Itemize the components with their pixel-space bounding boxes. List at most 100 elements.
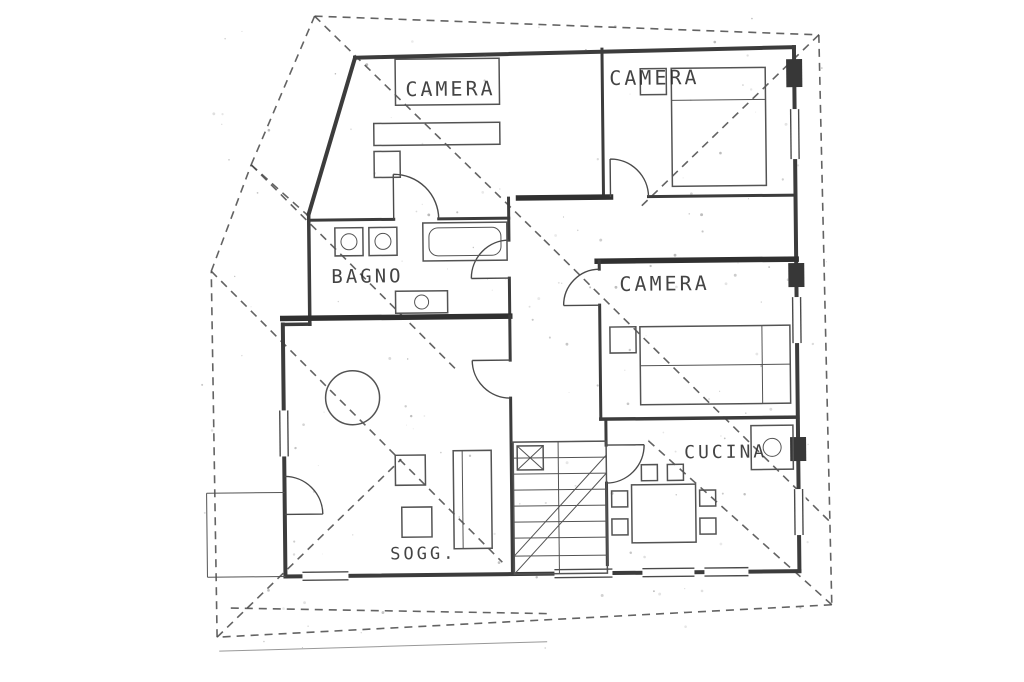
window-living-left [276, 410, 292, 457]
wall-bedroom2-bottom [646, 193, 798, 199]
wall-bedroom1-bottom [307, 216, 511, 222]
wall-hall-top [515, 194, 614, 201]
wall-bedroom3-left [597, 259, 603, 421]
window-bottom-2 [642, 565, 695, 580]
bed-center-line [640, 363, 791, 367]
shaft-box [516, 445, 545, 471]
wall-bathroom-bottom [279, 313, 513, 322]
sink-basin [340, 233, 358, 251]
roof-slope-topleft-short [250, 164, 310, 217]
roof-slope-bathroom [250, 164, 456, 370]
room-label-kitchen: CUCINA [684, 441, 767, 463]
armchair-symbol [394, 454, 427, 487]
room-label-bedroom-3: CAMERA [619, 271, 709, 296]
wall-pier-right-bottom [790, 437, 807, 462]
wall-bedrooms-divider [600, 47, 606, 199]
door-kitchen [606, 444, 645, 484]
wall-bathroom-right [506, 196, 512, 318]
room-labels: CAMERA CAMERA CAMERA BAGNO CUCINA SOGG. [331, 65, 767, 565]
furniture-living [324, 370, 493, 550]
door-living [471, 359, 511, 399]
wall-bedroom3-bottom [599, 415, 800, 421]
wardrobe-symbol [394, 57, 501, 107]
round-table-symbol [324, 370, 381, 426]
roof-hip-left-long [210, 270, 503, 563]
chair-symbol [640, 463, 659, 482]
chair-symbol [666, 463, 685, 482]
room-label-bedroom-1: CAMERA [405, 76, 495, 101]
door-balcony [284, 475, 324, 516]
furniture-bedroom3 [609, 324, 792, 406]
sink-symbol [368, 226, 398, 257]
wall-pier-right-middle [788, 263, 805, 288]
roof-outline-dashed [210, 15, 833, 638]
interior-walls [279, 47, 800, 576]
wall-slanted-topleft [306, 55, 358, 217]
chair-symbol [611, 518, 629, 536]
roof-slope-bedroom1 [314, 15, 545, 241]
toilet-bowl [414, 294, 430, 310]
terrace-bottom-edge [219, 641, 548, 652]
table-symbol [630, 483, 697, 544]
furniture-bedroom1 [372, 57, 501, 179]
bed-symbol [670, 66, 768, 188]
door-bedroom3 [562, 268, 600, 307]
window-kitchen-right [791, 489, 807, 536]
sofa-back-line [461, 450, 464, 549]
roof-edge-top [314, 15, 819, 36]
counter-symbol [750, 424, 795, 471]
doors [284, 158, 650, 516]
door-bedroom1 [392, 173, 440, 220]
sofa-symbol [452, 449, 493, 550]
roof-edge-left-upper [210, 164, 252, 272]
bathtub-symbol [422, 221, 508, 262]
sink-symbol [334, 226, 364, 257]
wall-bedroom3-top [594, 256, 799, 264]
windows [276, 59, 807, 584]
door-bathroom [470, 239, 510, 280]
kitchen-sink-basin [762, 437, 782, 457]
stairs-hatching [513, 454, 607, 575]
nightstand-symbol [373, 150, 402, 179]
furniture-bathroom [334, 221, 508, 315]
roof-edge-left [210, 271, 218, 638]
floor-plan-drawing: CAMERA CAMERA CAMERA BAGNO CUCINA SOGG. [201, 15, 833, 652]
nightstand-symbol [609, 326, 637, 354]
window-bedroom2-right [787, 109, 803, 160]
furniture-kitchen [610, 424, 795, 544]
roof-edge-topleft [250, 15, 316, 166]
window-bottom-3 [704, 564, 749, 580]
wall-bathroom-left [306, 212, 312, 326]
bed-pillow-line [761, 325, 764, 404]
roof-edge-right [818, 34, 833, 605]
room-label-living: SOGG. [390, 544, 456, 565]
window-bedroom3-right [789, 297, 805, 344]
roof-slope-center-long [543, 239, 831, 523]
door-bedroom2 [609, 158, 650, 198]
armchair-symbol [400, 506, 433, 539]
shaft-cross [516, 445, 544, 471]
roof-edge-bottom [217, 603, 832, 638]
furniture-bedroom2 [639, 66, 768, 188]
terrace-left-walls [206, 491, 286, 578]
roof-eaves-bottom-inner [230, 607, 551, 615]
window-living-bottom [302, 568, 349, 584]
chair-symbol [699, 517, 717, 535]
stairs [512, 440, 609, 575]
stairs-outline [512, 440, 609, 575]
chair-symbol [698, 489, 717, 507]
room-label-bathroom: BAGNO [331, 265, 403, 288]
desk-symbol [372, 121, 501, 147]
bed-pillow-line [671, 98, 766, 101]
wall-living-stairs [508, 314, 514, 576]
chair-symbol [610, 490, 629, 508]
scan-noise [201, 17, 827, 649]
wall-pier-right-top [786, 59, 803, 88]
sink-basin [374, 232, 392, 250]
toilet-symbol [394, 289, 449, 315]
wall-top [352, 45, 796, 60]
roof-hip-bottomleft [216, 458, 402, 638]
bathtub-inner [428, 226, 502, 257]
